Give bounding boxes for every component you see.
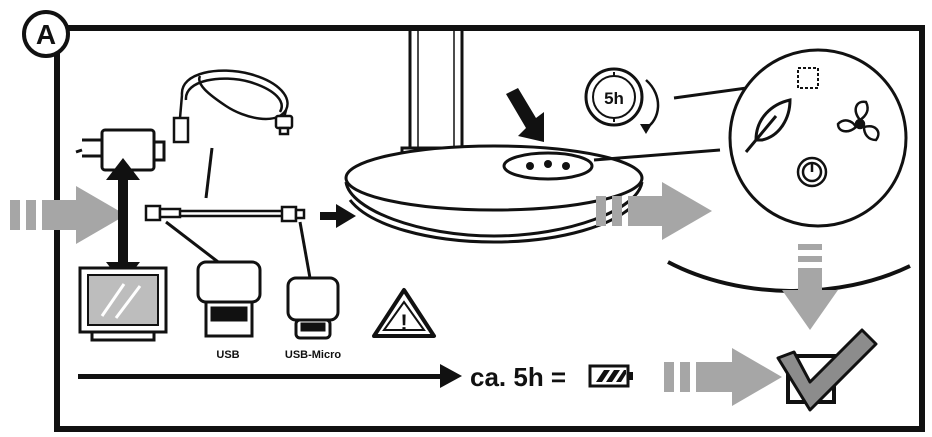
charging-arc — [667, 260, 911, 293]
charge-time-text: ca. 5h = — [470, 362, 566, 392]
usb-cable-icon — [178, 69, 289, 121]
result-arrow — [664, 348, 782, 406]
usb-cable-plug-a-icon — [172, 116, 190, 144]
timer-indicator-icon — [797, 67, 819, 89]
panel-label-badge: A — [22, 10, 70, 58]
warning-symbol: ! — [400, 310, 407, 335]
usb-cable-horizontal — [144, 204, 306, 223]
control-callout-line — [593, 148, 721, 162]
usb-plug-icon — [196, 260, 262, 338]
cable-callout-line — [204, 147, 214, 199]
battery-full-icon — [588, 364, 633, 388]
press-arrow — [506, 88, 544, 142]
charge-time-arrow — [78, 364, 462, 388]
timer-icon: 5h — [584, 67, 660, 134]
wall-charger-icon — [75, 128, 166, 172]
power-icon — [796, 156, 828, 188]
fan-pole — [400, 30, 472, 160]
down-arrow — [782, 244, 838, 330]
usb-callout-line — [165, 220, 227, 270]
panel-label: A — [36, 19, 56, 50]
timer-label: 5h — [604, 89, 624, 108]
fan-control-panel — [502, 151, 594, 181]
checkmark-icon — [776, 328, 878, 412]
computer-monitor-icon — [78, 266, 168, 342]
usb-label: USB — [216, 349, 239, 361]
usb-micro-callout-line — [298, 221, 312, 279]
warning-icon: ! — [372, 288, 436, 338]
usb-micro-plug-icon — [286, 276, 340, 340]
fan-icon — [836, 100, 880, 142]
input-arrow-left — [10, 186, 126, 244]
leaf-icon — [744, 98, 792, 153]
control-zoom-circle — [728, 48, 908, 228]
output-arrow-right — [596, 182, 712, 240]
usb-cable-plug-micro-icon — [274, 114, 294, 136]
cable-to-fan-arrow — [320, 204, 356, 228]
usb-micro-label: USB-Micro — [285, 349, 342, 361]
